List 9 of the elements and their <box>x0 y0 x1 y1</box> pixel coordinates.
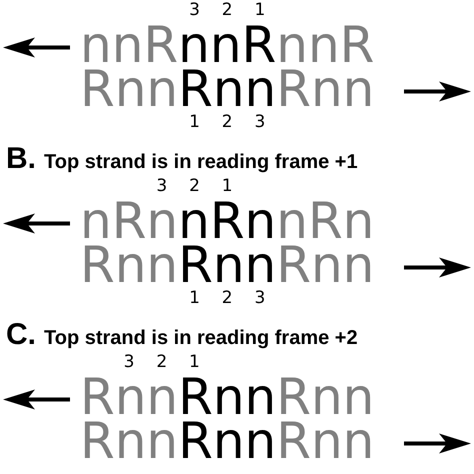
panel-letter: B. <box>6 144 36 174</box>
position-numbers: 3 2 1 <box>156 178 241 195</box>
position-numbers: 1 2 3 <box>189 290 274 307</box>
panel-heading: Top strand is in reading frame +1 <box>44 152 358 172</box>
panel-heading: Top strand is in reading frame +2 <box>44 328 358 348</box>
position-numbers: 1 2 3 <box>189 114 274 131</box>
panel-letter: C. <box>6 320 36 350</box>
position-numbers: 3 2 1 <box>124 354 208 371</box>
position-numbers: 3 2 1 <box>189 2 274 19</box>
